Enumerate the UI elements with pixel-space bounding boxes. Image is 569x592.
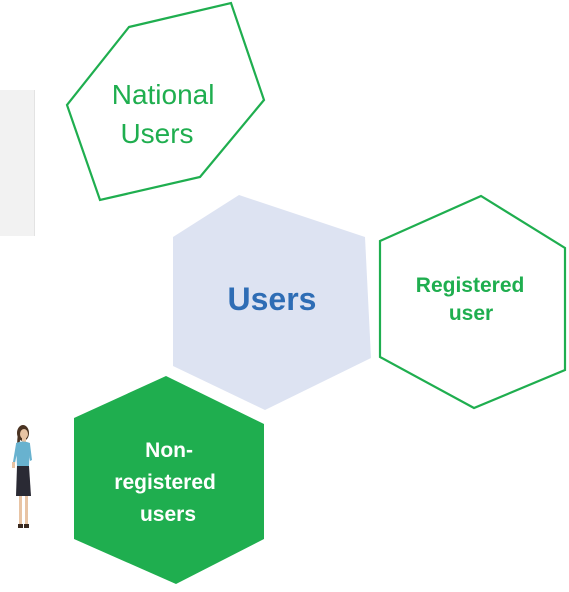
hexagon-national-label-line1: National bbox=[112, 79, 215, 110]
svg-text:Registered user: Registered user bbox=[416, 274, 530, 325]
hexagon-national-label-line2: Users bbox=[120, 118, 193, 149]
hexagon-center-users: Users bbox=[173, 195, 371, 410]
hexagon-registered-user: Registered user bbox=[378, 194, 567, 410]
hexagon-non-registered-label-line1: Non- bbox=[145, 439, 193, 462]
side-panel bbox=[0, 90, 35, 236]
hexagon-registered-label-line1: Registered bbox=[416, 274, 525, 297]
woman-standing-icon bbox=[12, 425, 32, 528]
svg-text:Users: Users bbox=[228, 281, 317, 317]
hexagon-registered-label-line2: user bbox=[449, 302, 493, 325]
hexagon-non-registered-label-line3: users bbox=[140, 503, 196, 526]
svg-text:National Users: National Users bbox=[112, 79, 223, 149]
svg-text:Non- registered us: Non- registered users bbox=[114, 439, 221, 526]
hexagon-non-registered-label-line2: registered bbox=[114, 471, 216, 494]
hexagon-non-registered-users: Non- registered users bbox=[74, 376, 264, 584]
hexagon-national-users: National Users bbox=[65, 1, 266, 202]
hexagon-center-label: Users bbox=[228, 281, 317, 317]
